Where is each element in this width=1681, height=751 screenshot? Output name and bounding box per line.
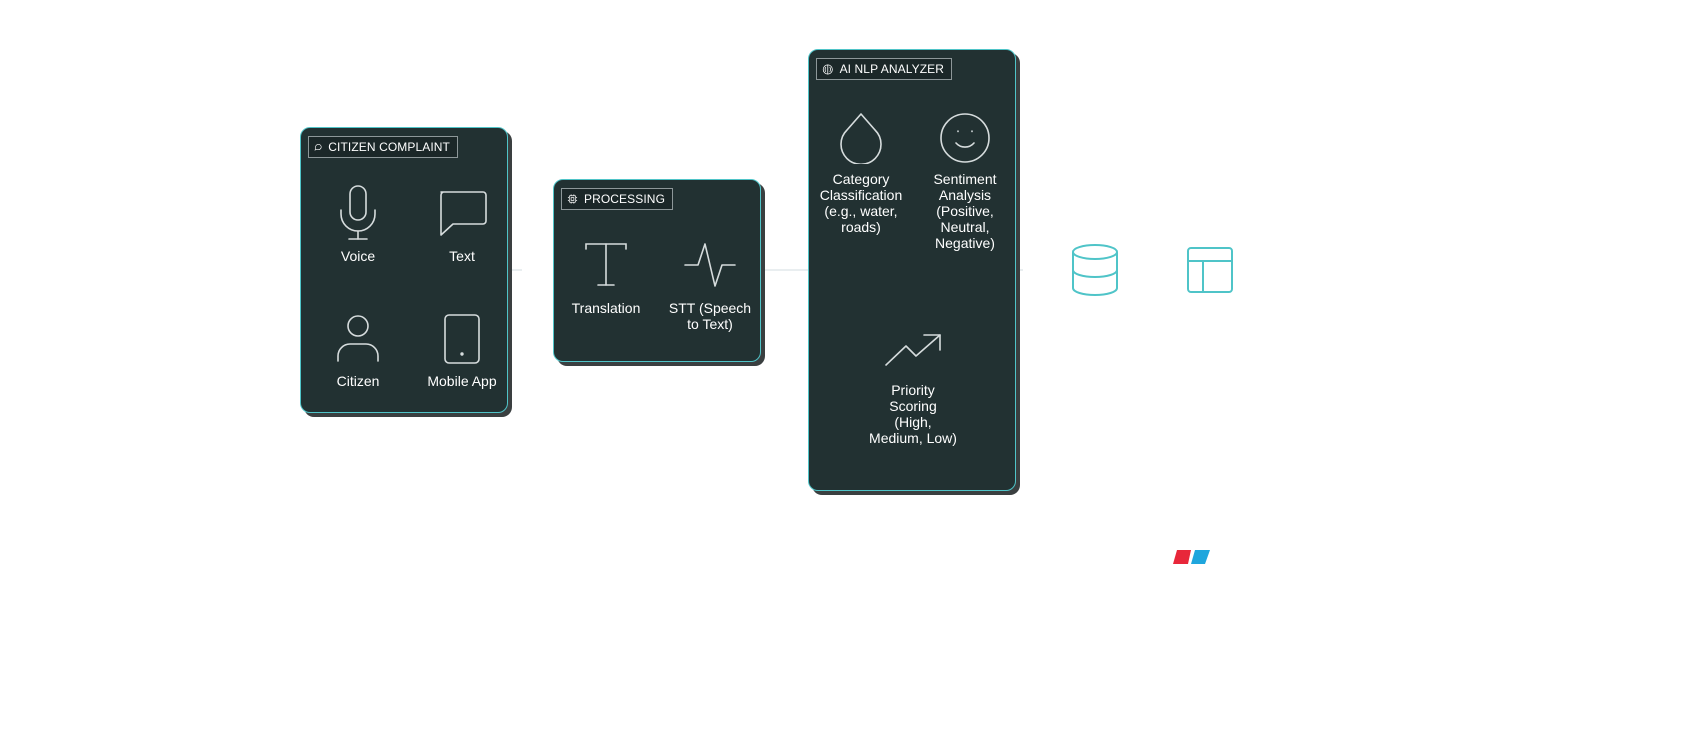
brain-icon bbox=[822, 64, 833, 74]
item-label: Mobile App bbox=[427, 373, 497, 389]
person-icon bbox=[337, 315, 379, 362]
type-icon bbox=[585, 243, 627, 286]
item-label: Sentiment Analysis (Positive, Neutral, N… bbox=[933, 171, 997, 251]
droplet-icon bbox=[840, 113, 882, 164]
citizen-complaint-title: CITIZEN COMPLAINT bbox=[308, 136, 458, 158]
microphone-icon bbox=[340, 185, 376, 240]
waveform-icon bbox=[684, 243, 736, 287]
item-label: Category Classification (e.g., water, ro… bbox=[819, 171, 903, 235]
text-item: Text bbox=[410, 190, 514, 264]
connector-processing-nlp bbox=[762, 269, 808, 271]
group-title: AI NLP ANALYZER bbox=[839, 62, 944, 76]
group-title: PROCESSING bbox=[583, 192, 665, 206]
item-label: STT (Speech to Text) bbox=[668, 300, 752, 332]
translation-item: Translation bbox=[554, 242, 658, 316]
item-label: Voice bbox=[340, 248, 376, 264]
database-icon bbox=[1072, 244, 1118, 296]
chat-bubble-icon bbox=[314, 144, 322, 151]
dashboard-layout-icon bbox=[1187, 247, 1233, 293]
citizen-item: Citizen bbox=[306, 315, 410, 389]
item-label: Text bbox=[449, 248, 475, 264]
group-title: CITIZEN COMPLAINT bbox=[328, 140, 450, 154]
citizen-complaint-group: CITIZEN COMPLAINT Voice Text Citizen Mob… bbox=[300, 127, 508, 413]
item-label: Translation bbox=[571, 300, 641, 316]
category-classification-item: Category Classification (e.g., water, ro… bbox=[809, 112, 913, 235]
message-square-icon bbox=[440, 191, 487, 236]
cpu-chip-icon bbox=[567, 194, 578, 204]
voice-item: Voice bbox=[306, 184, 410, 264]
stt-item: STT (Speech to Text) bbox=[658, 242, 762, 332]
trending-up-icon bbox=[885, 334, 941, 366]
ai-nlp-analyzer-title: AI NLP ANALYZER bbox=[816, 58, 952, 80]
processing-title: PROCESSING bbox=[561, 188, 673, 210]
smile-icon bbox=[940, 113, 990, 163]
connector-nlp-database bbox=[1015, 269, 1023, 271]
smartphone-icon bbox=[444, 314, 480, 364]
processing-group: PROCESSING Translation STT (Speech to Te… bbox=[553, 179, 761, 362]
ai-nlp-analyzer-group: AI NLP ANALYZER Category Classification … bbox=[808, 49, 1016, 491]
sentiment-analysis-item: Sentiment Analysis (Positive, Neutral, N… bbox=[913, 112, 1017, 251]
mobile-app-item: Mobile App bbox=[410, 314, 514, 389]
priority-scoring-item: Priority Scoring (High, Medium, Low) bbox=[861, 333, 965, 446]
item-label: Citizen bbox=[336, 373, 380, 389]
logo-mark bbox=[1173, 550, 1210, 564]
item-label: Priority Scoring (High, Medium, Low) bbox=[869, 382, 957, 446]
